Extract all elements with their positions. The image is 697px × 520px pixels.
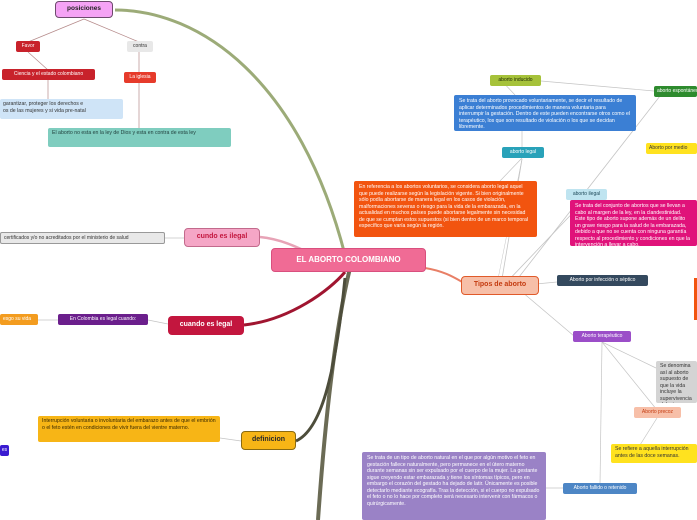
en-colombia-node[interactable]: En Colombia es legal cuando: [58,314,148,325]
link-cuando-legal [243,271,347,327]
ilegal-text[interactable]: Se trata del conjunto de abortos que se … [570,200,697,246]
legal-text[interactable]: En referencia a los abortos voluntarios,… [354,181,537,237]
definicion-text[interactable]: Interrupción voluntaria o involuntaria d… [38,416,220,442]
tipos-node[interactable]: Tipos de aborto [461,276,539,295]
certificados-node[interactable]: certificados y/o no acreditados por el m… [0,232,165,244]
espontaneo-node[interactable]: aborto espontáneo [654,86,697,97]
link-posiciones [114,8,347,256]
infeccion-edge-box [694,278,697,320]
riesgo-node[interactable]: esgo su vida [0,314,38,325]
central-topic[interactable]: EL ABORTO COLOMBIANO [271,248,426,272]
legal-node[interactable]: aborto legal [502,147,544,158]
terapeutico-text[interactable]: Se denomina así al aborto supuesto de qu… [656,361,697,403]
posiciones-node[interactable]: posiciones [55,1,113,18]
iglesia-node[interactable]: La iglesia [124,72,156,83]
infeccion-node[interactable]: Aborto por infección o séptico [557,275,648,286]
terapeutico-node[interactable]: Aborto terapéutico [573,331,631,342]
por-medio-node[interactable]: Aborto por medio [646,143,697,154]
precoz-text[interactable]: Se refiere a aquella interrupción antes … [611,444,697,463]
cut-tag-node[interactable]: es [0,445,9,456]
cuando-ilegal-node[interactable]: cundo es ilegal [184,228,260,247]
definicion-node[interactable]: definicion [241,431,296,450]
inducido-text[interactable]: Se trata del aborto provocado voluntaria… [454,95,636,131]
garantizar-note[interactable]: garantizar, proteger los derechos e os d… [0,99,123,119]
link-definicion [295,277,347,443]
fallido-text[interactable]: Se trata de un tipo de aborto natural en… [362,452,546,520]
cuando-legal-node[interactable]: cuando es legal [168,316,244,335]
ilegal-node[interactable]: aborto ilegal [566,189,607,200]
trunk-connector [316,267,352,520]
fallido-node[interactable]: Aborto fallido o retenido [563,483,637,494]
precoz-node[interactable]: Aborto precoz [634,407,681,418]
no-esta-note[interactable]: El aborto no esta en la ley de Dios y es… [48,128,231,147]
ciencia-node[interactable]: Ciencia y el estado colombiano [2,69,95,80]
favor-node[interactable]: Favor [16,41,40,52]
contra-node[interactable]: contra [127,41,153,52]
inducido-node[interactable]: aborto inducido [490,75,541,86]
